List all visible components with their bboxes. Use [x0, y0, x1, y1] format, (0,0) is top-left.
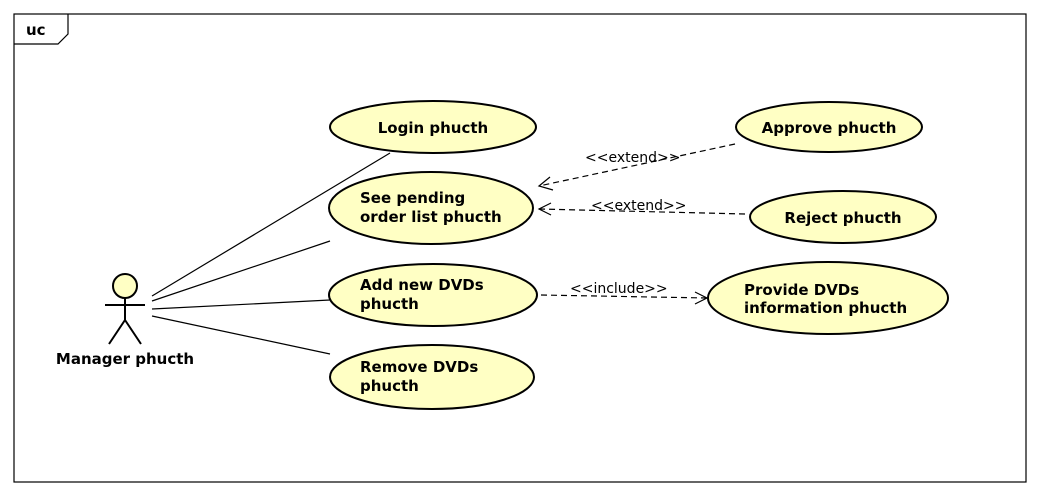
extend-reject-label: <<extend>>: [591, 198, 686, 214]
use-case-approve-shape: [735, 101, 923, 153]
include-provide-label: <<include>>: [570, 281, 668, 297]
use-case-add-dvds-label-line2: phucth: [360, 295, 419, 313]
assoc-see-pending: [151, 240, 331, 302]
use-case-see-pending[interactable]: See pending order list phucth: [328, 171, 534, 245]
actor-name: Manager phucth: [56, 350, 194, 368]
use-case-remove-dvds-shape: [329, 344, 535, 410]
use-case-reject-shape: [749, 190, 937, 244]
actor-right-leg: [124, 319, 142, 345]
actor-left-leg: [108, 319, 126, 345]
use-case-login-label: Login phucth: [378, 119, 488, 137]
extend-reject-line: [538, 208, 746, 215]
use-case-see-pending-label-line1: See pending: [360, 189, 465, 207]
include-provide-line: [540, 294, 708, 299]
extend-approve-label: <<extend>>: [585, 150, 680, 166]
use-case-remove-dvds-label-line1: Remove DVDs: [360, 358, 478, 376]
use-case-reject[interactable]: Reject phucth: [749, 190, 937, 244]
extend-reject-arrowhead: [537, 202, 552, 216]
use-case-remove-dvds-label-line2: phucth: [360, 377, 419, 395]
use-case-see-pending-shape: [328, 171, 534, 245]
use-case-add-dvds-label-line1: Add new DVDs: [360, 276, 484, 294]
use-case-login[interactable]: Login phucth: [329, 100, 537, 154]
frame-label: uc: [26, 21, 46, 39]
use-case-approve[interactable]: Approve phucth: [735, 101, 923, 153]
use-case-add-dvds[interactable]: Add new DVDs phucth: [328, 263, 538, 327]
extend-approve-line: [538, 143, 736, 187]
use-case-provide-info-label-line2: information phucth: [744, 299, 907, 317]
use-case-remove-dvds[interactable]: Remove DVDs phucth: [329, 344, 535, 410]
assoc-login: [151, 152, 391, 297]
use-case-approve-label: Approve phucth: [762, 119, 897, 137]
use-case-reject-label: Reject phucth: [784, 209, 901, 227]
use-case-login-shape: [329, 100, 537, 154]
use-case-provide-info-label-line1: Provide DVDs: [744, 281, 859, 299]
assoc-add-dvds: [151, 299, 331, 310]
actor-head: [112, 273, 138, 299]
extend-approve-arrowhead: [537, 176, 554, 191]
use-case-add-dvds-shape: [328, 263, 538, 327]
use-case-see-pending-label-line2: order list phucth: [360, 208, 502, 226]
assoc-remove-dvds: [151, 315, 331, 355]
use-case-provide-info[interactable]: Provide DVDs information phucth: [707, 261, 949, 335]
use-case-provide-info-shape: [707, 261, 949, 335]
actor-manager[interactable]: Manager phucth: [56, 273, 194, 368]
frame-tab: [14, 14, 69, 45]
diagram-frame: [13, 13, 1027, 483]
